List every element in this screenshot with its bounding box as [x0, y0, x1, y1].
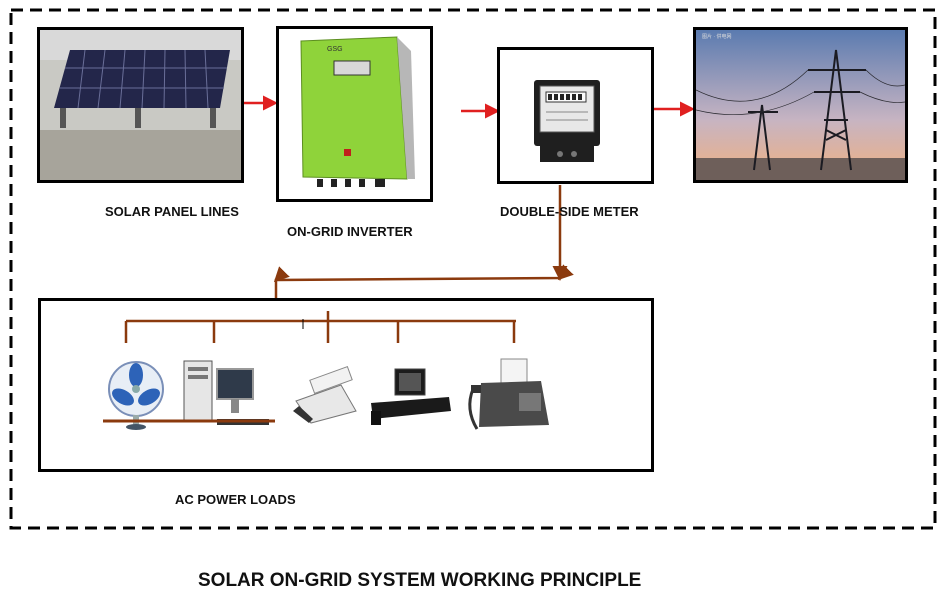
- solar-panel-icon: [40, 30, 241, 180]
- svg-text:GSG: GSG: [327, 46, 343, 53]
- fan-icon: [108, 361, 164, 430]
- solar-panel-label: SOLAR PANEL LINES: [105, 204, 239, 219]
- solar-panel-node: [37, 27, 244, 183]
- inverter-icon: GSG: [279, 29, 430, 199]
- load-bus-wire: [124, 311, 516, 343]
- inverter-label: ON-GRID INVERTER: [287, 224, 413, 239]
- diagram-title: SOLAR ON-GRID SYSTEM WORKING PRINCIPLE: [198, 570, 642, 591]
- meter-label: DOUBLE-SIDE METER: [500, 204, 639, 219]
- inverter-node: GSG: [276, 26, 433, 202]
- fax-machine-icon: [468, 358, 549, 430]
- svg-text:图片 · 供电网: 图片 · 供电网: [702, 33, 731, 40]
- loads-illustration: [103, 311, 549, 430]
- loads-label: AC POWER LOADS: [175, 492, 296, 507]
- transmission-tower-icon: 图片 · 供电网: [696, 30, 905, 180]
- loads-node: [38, 298, 654, 472]
- meter-node: [497, 47, 654, 184]
- tv-icon: [371, 368, 451, 425]
- printer-icon: [293, 365, 357, 424]
- grid-node: 图片 · 供电网: [693, 27, 908, 183]
- meter-icon: [500, 50, 651, 181]
- system-boundary: [9, 8, 937, 530]
- desktop-computer-icon: [183, 360, 269, 425]
